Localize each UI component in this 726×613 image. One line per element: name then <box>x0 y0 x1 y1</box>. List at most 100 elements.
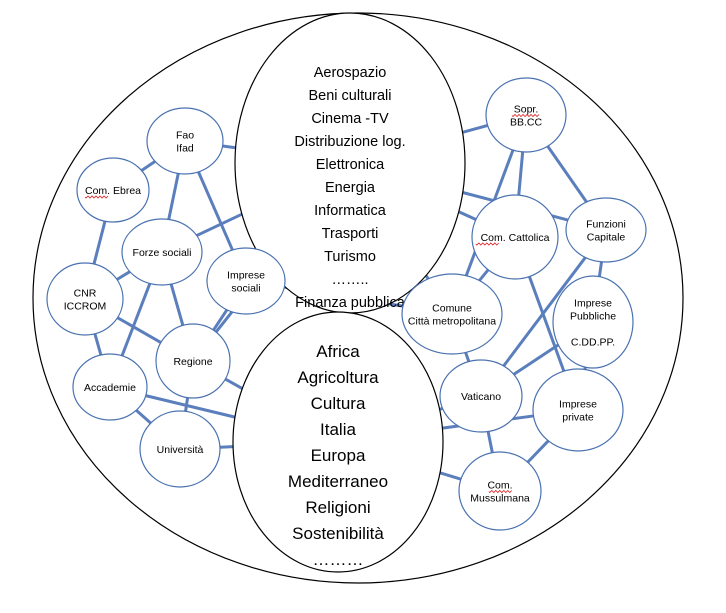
node-vaticano: Vaticano <box>439 359 523 433</box>
spellcheck-underline <box>488 489 513 494</box>
edge-forze-regione <box>169 283 185 326</box>
node-label: Com. <box>487 480 512 492</box>
hub-item: Distribuzione log. <box>294 134 405 150</box>
edge-cattolica-imppriv <box>528 276 566 372</box>
hub-item: Italia <box>320 420 356 439</box>
node-sopr: Sopr.BB.CC <box>485 77 567 153</box>
edge-fao-ebrea <box>140 160 156 172</box>
edge-regione-themes <box>224 377 244 390</box>
node-mussulmana: Com.Mussulmana <box>458 451 542 531</box>
node-label: Accademie <box>84 382 136 394</box>
hub-themes: AfricaAgricolturaCulturaItaliaEuropaMedi… <box>232 311 444 573</box>
edge-sectors-cattolica <box>458 210 477 221</box>
edge-sopr-sectors <box>462 124 489 134</box>
node-ebrea: Com. Ebrea <box>76 157 150 223</box>
node-label: Imprese <box>574 298 612 310</box>
edge-universita-themes <box>219 445 234 449</box>
edge-fao-forze <box>167 173 180 220</box>
hub-item: Beni culturali <box>308 88 391 104</box>
node-label: sociali <box>231 283 260 295</box>
hub-item: Mediterraneo <box>288 472 388 491</box>
node-label: Pubbliche <box>570 311 616 323</box>
node-ellipse <box>565 197 647 263</box>
node-label: Sopr. <box>514 104 539 116</box>
node-ellipse <box>471 194 559 280</box>
hub-ellipse <box>232 311 444 573</box>
spellcheck-underline <box>84 195 109 199</box>
node-label: Imprese <box>227 270 265 282</box>
node-label: private <box>562 412 594 424</box>
node-ellipse <box>46 262 124 336</box>
node-ellipse <box>72 353 148 421</box>
node-accademie: Accademie <box>72 353 148 421</box>
node-label: Com. Cattolica <box>481 232 550 244</box>
hub-item: Energia <box>325 180 376 196</box>
hub-item: …….. <box>331 272 368 288</box>
node-ellipse <box>121 218 203 286</box>
hub-item: Informatica <box>314 203 387 219</box>
edge-sopr-cattolica <box>517 151 525 196</box>
node-ellipse <box>155 323 231 399</box>
node-ellipse <box>552 275 634 369</box>
node-label: Imprese <box>559 399 597 411</box>
edge-cnr-accademie <box>93 333 103 356</box>
edge-fao-sectors <box>222 144 236 150</box>
hub-item: Africa <box>316 342 360 361</box>
hub-item: Europa <box>311 446 366 465</box>
node-ellipse <box>532 368 624 452</box>
node-forze: Forze sociali <box>121 218 203 286</box>
node-ellipse <box>146 107 224 175</box>
node-label: Fao <box>176 130 194 142</box>
edge-accademie-universita <box>135 409 152 425</box>
hub-item: Cultura <box>311 394 366 413</box>
node-ellipse <box>139 410 221 488</box>
edge-cnr-regione <box>116 316 162 344</box>
edge-sopr-funzioni <box>546 145 588 203</box>
node-label: BB.CC <box>510 117 543 129</box>
node-label: Città metropolitana <box>408 316 496 328</box>
node-label: Regione <box>173 356 212 368</box>
edge-funzioni-imppub <box>597 261 603 277</box>
node-label: Mussulmana <box>470 493 530 505</box>
node-label: Università <box>157 444 204 456</box>
node-label: Comune <box>432 303 472 315</box>
edge-comune-vaticano <box>464 351 471 363</box>
node-ellipse <box>206 247 286 315</box>
node-cattolica: Com. Cattolica <box>471 194 559 280</box>
edge-vaticano-mussulmana <box>486 431 494 453</box>
edge-impsoc-regione <box>212 308 229 331</box>
edge-forze-accademie <box>120 282 152 357</box>
node-label: Ifad <box>176 143 194 155</box>
edge-accademie-themes <box>145 394 236 419</box>
node-label: Com. Ebrea <box>85 185 141 197</box>
hub-item: Finanza pubblica <box>295 295 406 311</box>
node-label: Funzioni <box>586 219 626 231</box>
hub-item: Sostenibilità <box>292 524 384 543</box>
hub-item: Trasporti <box>322 226 379 242</box>
edge-imppub-vaticano <box>512 343 560 376</box>
hub-item: Cinema -TV <box>311 111 389 127</box>
node-label: Vaticano <box>461 391 501 403</box>
node-label: Forze sociali <box>133 247 192 259</box>
hub-item: Agricoltura <box>297 368 379 387</box>
edge-mussulmana-themes <box>439 471 462 481</box>
edge-funzioni-vaticano <box>502 256 587 367</box>
node-label: ICCROM <box>64 301 107 313</box>
edge-imppriv-mussulmana <box>526 439 550 464</box>
hub-item: ……… <box>313 550 364 569</box>
node-label: C.DD.PP. <box>571 337 615 349</box>
edge-ebrea-cnr <box>92 220 107 265</box>
hub-item: Aerospazio <box>314 65 387 81</box>
edge-cattolica-comune <box>478 268 490 282</box>
hub-item: Religioni <box>305 498 370 517</box>
node-ellipse <box>76 157 150 223</box>
